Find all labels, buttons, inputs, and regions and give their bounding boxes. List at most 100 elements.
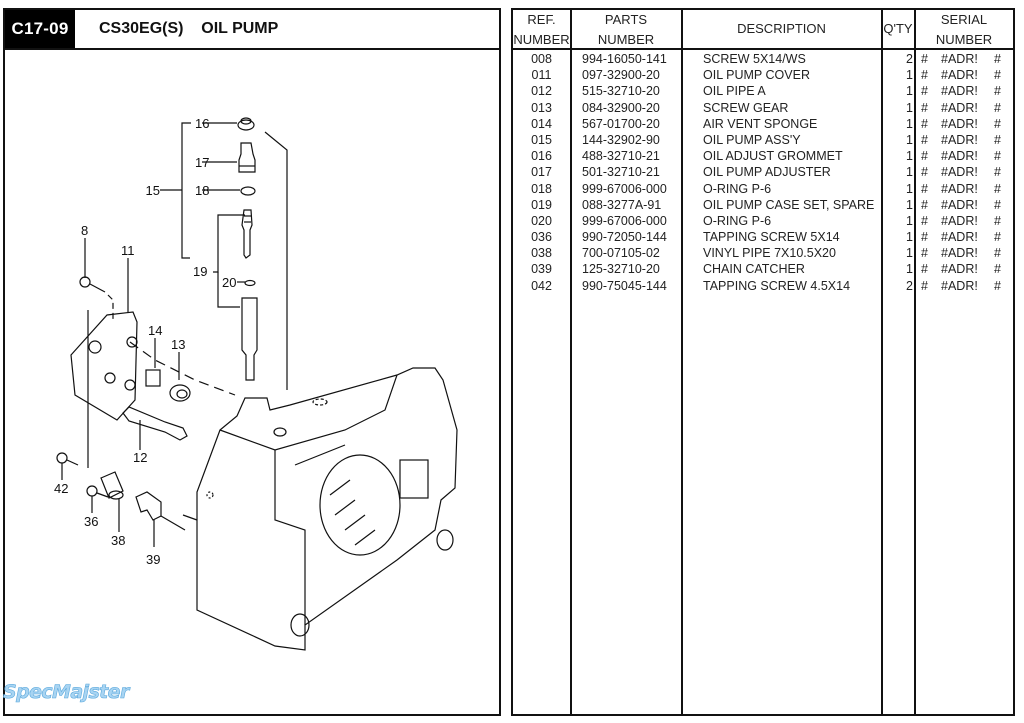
ref-number-cell: 036	[531, 230, 552, 245]
description-cell: OIL PUMP CASE SET, SPARE	[703, 197, 875, 212]
page-code: C17-09	[5, 10, 75, 48]
header-ref-line1: REF.	[527, 12, 556, 27]
part-number-cell: 084-32900-20	[582, 100, 660, 115]
header-parts-line1: PARTS	[604, 12, 648, 27]
serial-from-cell: #	[921, 278, 928, 293]
serial-from-cell: #	[921, 100, 928, 115]
header-description: DESCRIPTION	[737, 21, 826, 36]
part-number-cell: 125-32710-20	[582, 262, 660, 277]
header-parts-number: PARTS NUMBER	[571, 10, 681, 48]
part-20-oring	[244, 279, 256, 287]
diagram-svg: 16 17 15 18 19 20 8 11 14 13 12 42 36 38…	[54, 116, 458, 651]
header-qty: Q'TY	[883, 21, 913, 36]
serial-value-cell: #ADR!	[941, 52, 978, 66]
qty-cell: 1	[906, 213, 913, 228]
ref-number-cell: 013	[531, 100, 552, 115]
page-title: CS30EG(S) OIL PUMP	[99, 10, 278, 48]
part-17-fitting	[238, 142, 256, 173]
serial-from-cell: #	[921, 246, 928, 261]
qty-cell: 1	[906, 100, 913, 115]
serial-from-cell: #	[921, 165, 928, 180]
serial-to-cell: #	[994, 149, 1001, 164]
serial-from-cell: #	[921, 230, 928, 245]
serial-from-cell: #	[921, 52, 928, 66]
serial-to-cell: #	[994, 84, 1001, 99]
qty-cell: 2	[906, 52, 913, 66]
flywheel-fins	[319, 454, 401, 556]
part-number-cell: 567-01700-20	[582, 116, 660, 131]
serial-to-cell: #	[994, 230, 1001, 245]
callout-39: 39	[146, 552, 160, 567]
serial-from-cell: #	[921, 84, 928, 99]
part-12-pipe	[122, 406, 188, 441]
description-cell: AIR VENT SPONGE	[703, 116, 818, 131]
serial-from-cell: #	[921, 116, 928, 131]
serial-from-cell: #	[921, 197, 928, 212]
serial-value-cell: #ADR!	[941, 246, 978, 261]
qty-cell: 1	[906, 262, 913, 277]
serial-from-cell: #	[921, 149, 928, 164]
callout-42: 42	[54, 481, 68, 496]
part-number-cell: 088-3277A-91	[582, 197, 662, 212]
callout-16: 16	[195, 116, 209, 131]
serial-from-cell: #	[921, 68, 928, 83]
header-serial-line2: NUMBER	[935, 32, 993, 47]
part-number-cell: 990-72050-144	[582, 230, 667, 245]
serial-to-cell: #	[994, 181, 1001, 196]
part-11-cover	[70, 311, 138, 421]
ref-number-cell: 018	[531, 181, 552, 196]
serial-to-cell: #	[994, 213, 1001, 228]
part-number-cell: 488-32710-21	[582, 149, 660, 164]
header-divider	[513, 48, 1013, 50]
part-16-cap	[237, 119, 255, 131]
callout-17: 17	[195, 155, 209, 170]
title-bar: C17-09 CS30EG(S) OIL PUMP	[5, 10, 499, 50]
header-parts-line2: NUMBER	[597, 32, 655, 47]
description-cell: VINYL PIPE 7X10.5X20	[703, 246, 836, 261]
part-number-cell: 999-67006-000	[582, 181, 667, 196]
qty-cell: 1	[906, 230, 913, 245]
callout-14: 14	[148, 323, 162, 338]
leader-19	[213, 214, 245, 273]
part-14-sponge	[145, 369, 161, 387]
col-divider	[881, 10, 883, 714]
description-cell: OIL PUMP ASS'Y	[703, 132, 801, 147]
callout-8: 8	[81, 223, 88, 238]
ref-number-cell: 016	[531, 149, 552, 164]
serial-value-cell: #ADR!	[941, 278, 978, 293]
qty-cell: 1	[906, 149, 913, 164]
qty-cell: 1	[906, 197, 913, 212]
description-cell: SCREW 5X14/WS	[703, 52, 806, 66]
description-cell: OIL PUMP COVER	[703, 68, 810, 83]
serial-value-cell: #ADR!	[941, 149, 978, 164]
part-13-gear	[169, 384, 191, 402]
description-cell: O-RING P-6	[703, 181, 772, 196]
serial-value-cell: #ADR!	[941, 84, 978, 99]
part-42-screw	[56, 452, 68, 464]
callout-19: 19	[193, 264, 207, 279]
qty-cell: 1	[906, 116, 913, 131]
part-18-oring	[240, 186, 256, 196]
serial-from-cell: #	[921, 213, 928, 228]
serial-to-cell: #	[994, 197, 1001, 212]
oil-pump-body	[241, 297, 258, 381]
serial-to-cell: #	[994, 165, 1001, 180]
serial-to-cell: #	[994, 246, 1001, 261]
part-number-cell: 515-32710-20	[582, 84, 660, 99]
serial-value-cell: #ADR!	[941, 68, 978, 83]
callout-36: 36	[84, 514, 98, 529]
part-number-cell: 700-07105-02	[582, 246, 660, 261]
header-serial-number: SERIAL NUMBER	[915, 10, 1013, 48]
col-divider	[681, 10, 683, 714]
ref-number-cell: 011	[531, 68, 552, 83]
ref-number-cell: 014	[531, 116, 552, 131]
section-title: OIL PUMP	[201, 20, 279, 37]
